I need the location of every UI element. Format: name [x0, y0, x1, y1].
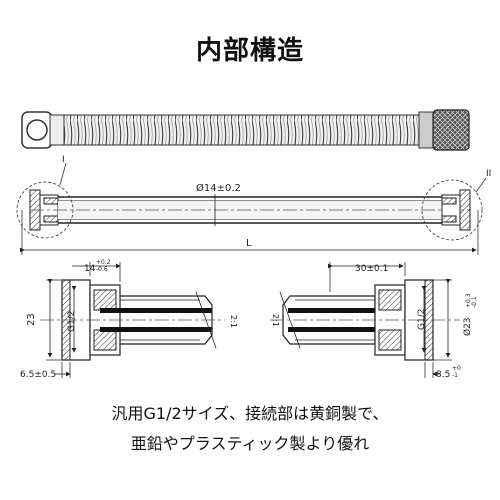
left-bottom: 6.5±0.5 [20, 370, 56, 380]
right-diameter-tol-upper: +0.3 [465, 293, 472, 308]
left-hex-tol-lower: -0.6 [96, 266, 108, 273]
right-bottom-tol-upper: +0 [452, 365, 461, 372]
left-hex-tol-upper: +0.2 [96, 259, 111, 266]
right-hex-width: 30±0.1 [355, 264, 388, 274]
left-hex-width: 14 [84, 264, 96, 274]
length-label: L [246, 238, 252, 249]
right-diameter-tol-lower: -0.1 [471, 296, 478, 308]
inner-diameter-label: Ø14±0.2 [196, 182, 241, 194]
left-section-scale: 2:1 [229, 315, 238, 328]
callout-left: I [62, 155, 65, 165]
page-title: 内部構造 [195, 36, 304, 66]
right-diameter: Ø23 [462, 317, 473, 336]
hose-illustration [21, 109, 470, 151]
caption-line-2: 亜鉛やプラスティック製より優れ [130, 434, 370, 453]
right-thread: G1/2 [417, 309, 427, 330]
left-height: 23 [26, 313, 37, 326]
right-bottom: 8.5 [436, 370, 450, 380]
left-thread: G1/2 [67, 311, 77, 332]
detail-circle-left [16, 181, 74, 239]
section-view [16, 162, 487, 255]
corrugated-hose [63, 114, 420, 146]
right-section-scale: 2:1 [271, 314, 280, 327]
detail-left [40, 262, 225, 378]
detail-right [270, 262, 460, 378]
right-bottom-tol-lower: -1 [452, 372, 458, 379]
caption-line-1: 汎用G1/2サイズ、接続部は黄銅製で、 [111, 404, 389, 423]
detail-circle-right [421, 179, 483, 241]
knurled-nut [432, 109, 470, 151]
callout-right: II [486, 169, 491, 179]
